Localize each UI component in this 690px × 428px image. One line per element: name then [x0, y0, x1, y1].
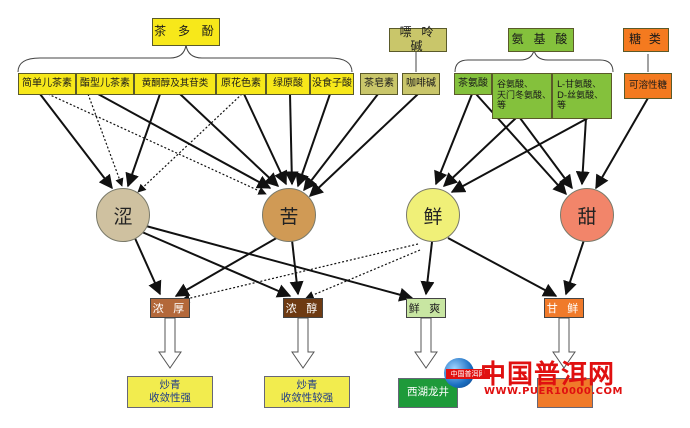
compound-theanine: 茶氨酸	[454, 73, 492, 95]
arrow-theanine-sweet	[475, 93, 567, 196]
watermark-badge: 中国普洱网	[446, 369, 490, 379]
compound-gallic: 没食子酸	[310, 73, 354, 95]
arrow-umami-mellow	[305, 249, 421, 299]
arrow-gallic-bitter	[295, 93, 331, 188]
arrow-flavonols-bitter	[179, 93, 280, 187]
arrow-glutamic-sweet	[519, 117, 573, 190]
arrow-umami-rich	[181, 243, 419, 303]
category-tea-polyphenols: 茶 多 酚	[152, 18, 220, 46]
compound-catechins: 简单儿茶素	[18, 73, 76, 95]
arrow-glutamic-umami	[442, 117, 517, 187]
result-mellow: 浓 醇	[283, 298, 323, 318]
compound-soluble-sugar: 可溶性糖	[624, 73, 672, 99]
category-sugars: 糖 类	[623, 28, 669, 52]
arrow-astringent-mellow	[141, 231, 292, 298]
category-amino-acids: 氨 基 酸	[508, 28, 574, 52]
compound-caffeine: 咖啡碱	[402, 73, 440, 95]
category-purines: 嘌 呤 碱	[389, 25, 447, 53]
hollow-arrow-fresh	[414, 317, 438, 369]
watermark-title: 中国普洱网	[480, 360, 616, 390]
arrow-caffeine-bitter	[308, 93, 419, 197]
compound-flavonols: 黄酮醇及其苷类	[134, 73, 216, 95]
compound-glycine: L-甘氨酸、 D-丝氨酸、 等	[552, 73, 612, 119]
arrow-ester-astringent	[87, 93, 124, 187]
taste-umami: 鲜	[406, 188, 460, 242]
arrow-chlorogenic-bitter	[284, 93, 299, 186]
arrow-bitter-mellow	[289, 239, 304, 296]
compound-chlorogenic: 绿原酸	[266, 73, 310, 95]
taste-sweet: 甜	[560, 188, 614, 242]
final-hidden	[537, 378, 593, 408]
compound-glutamic: 谷氨酸、 天门冬氨酸、 等	[492, 73, 552, 119]
compound-anthocyanins: 原花色素	[216, 73, 266, 95]
brace-tea-polyphenols	[17, 44, 353, 73]
final-stir-fried-weaker: 炒青 收敛性较强	[264, 376, 350, 408]
arrow-catechins-astringent	[39, 93, 113, 190]
taste-bitter: 苦	[262, 188, 316, 242]
taste-astringent: 涩	[96, 188, 150, 242]
arrow-saponin-bitter	[303, 93, 379, 192]
brace-amino-acids	[454, 49, 614, 73]
compound-saponin: 茶皂素	[360, 73, 398, 95]
arrow-glycine-sweet	[575, 117, 590, 186]
compound-ester-catechins: 酯型儿茶素	[76, 73, 134, 95]
arrow-theanine-umami	[434, 93, 473, 186]
result-sweet-fresh: 甘 鲜	[544, 298, 584, 318]
arrow-astringent-rich	[133, 235, 162, 296]
result-rich: 浓 厚	[150, 298, 190, 318]
final-stir-fried-strong: 炒青 收敛性强	[127, 376, 213, 408]
arrow-umami-sweetfresh	[447, 237, 558, 297]
arrow-bitter-rich	[174, 235, 281, 297]
hollow-arrow-rich	[158, 317, 182, 369]
result-fresh: 鲜 爽	[406, 298, 446, 318]
arrow-astringent-fresh	[145, 225, 414, 302]
final-west-lake: 西湖龙井	[398, 378, 458, 408]
arrow-glycine-umami	[450, 117, 589, 193]
watermark-url: WWW.PUER10000.COM	[484, 386, 623, 397]
arrow-sweet-sweetfresh	[563, 239, 585, 296]
hollow-arrow-mellow	[291, 317, 315, 369]
arrow-anthocyanins-bitter	[243, 93, 288, 186]
hollow-arrow-sweetfresh	[552, 317, 576, 369]
arrow-ester-bitter	[97, 93, 272, 189]
arrow-flavonols-astringent	[125, 93, 161, 188]
arrow-sugar-sweet	[595, 97, 649, 190]
arrow-umami-fresh	[420, 241, 435, 296]
